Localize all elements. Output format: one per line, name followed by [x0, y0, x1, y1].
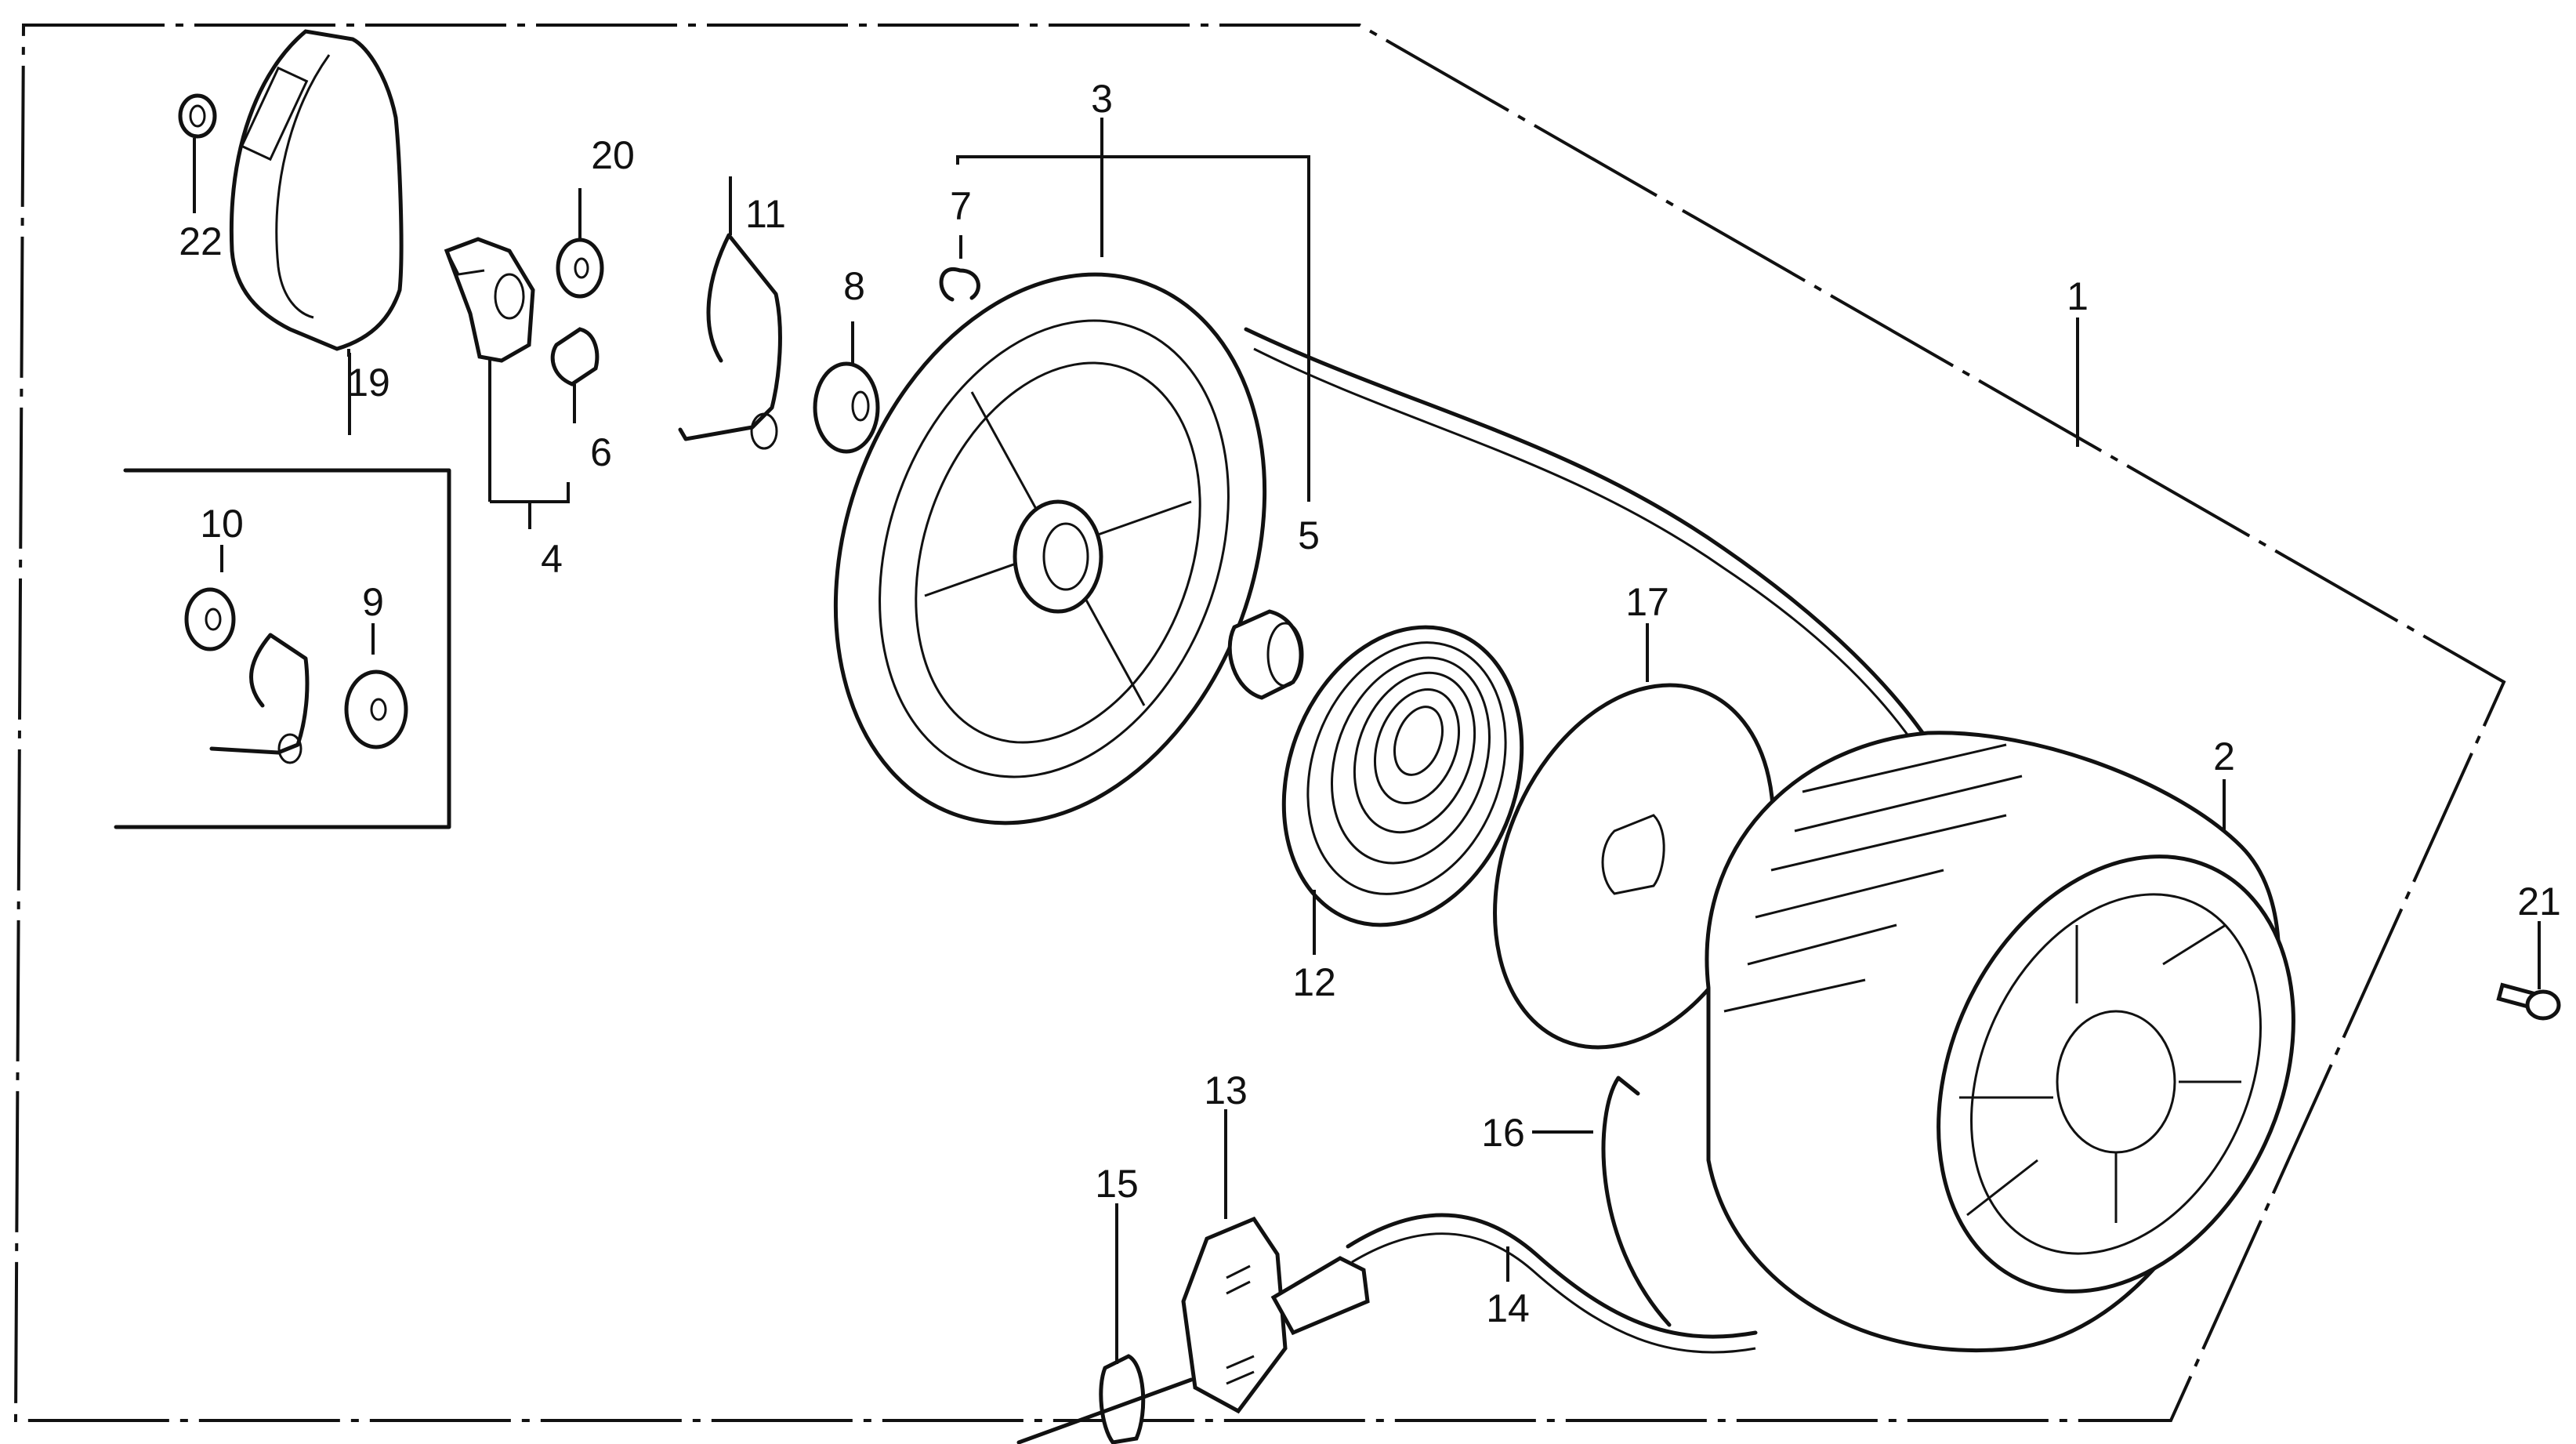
label-16: 16: [1481, 1111, 1525, 1155]
label-6: 6: [590, 430, 612, 474]
label-5: 5: [1298, 513, 1320, 557]
label-9: 9: [362, 580, 384, 624]
ratchet-cover-19[interactable]: [229, 29, 404, 435]
label-11: 11: [745, 192, 786, 236]
label-15: 15: [1095, 1162, 1139, 1206]
label-1: 1: [2067, 274, 2089, 318]
label-20: 20: [591, 133, 635, 177]
label-3: 3: [1091, 77, 1113, 121]
starter-rope-upper: [1244, 327, 1938, 755]
label-17: 17: [1625, 580, 1669, 624]
collar-6[interactable]: [550, 327, 600, 423]
ratchet-4[interactable]: [444, 237, 570, 529]
washer-9[interactable]: [344, 669, 408, 749]
label-21: 21: [2517, 880, 2561, 923]
nut-20[interactable]: [556, 188, 604, 299]
recoil-spring-12[interactable]: [1244, 593, 1562, 959]
starter-grip-13[interactable]: [1181, 1109, 1370, 1414]
inset-box: [114, 468, 451, 829]
label-22: 22: [179, 220, 223, 263]
friction-washer-8[interactable]: [813, 321, 880, 454]
starter-rope-14[interactable]: [1346, 1213, 1758, 1354]
label-8: 8: [843, 264, 865, 308]
washer-10[interactable]: [184, 587, 236, 651]
label-19: 19: [346, 361, 390, 405]
rope-retainer-15[interactable]: [1016, 1203, 1194, 1444]
label-14: 14: [1486, 1286, 1530, 1330]
inset-friction-spring: [209, 633, 310, 764]
flange-nut-22[interactable]: [178, 93, 217, 213]
assembly-boundary: [13, 24, 2506, 1422]
starter-case-2[interactable]: [1705, 731, 2361, 1353]
label-4: 4: [541, 537, 563, 581]
bolt-21[interactable]: [2496, 921, 2561, 1021]
label-12: 12: [1292, 960, 1336, 1004]
label-13: 13: [1204, 1068, 1248, 1112]
label-10: 10: [200, 502, 244, 546]
collar-5[interactable]: [1227, 609, 1304, 700]
ratchet-spring-7[interactable]: [939, 235, 980, 302]
label-2: 2: [2213, 735, 2235, 778]
label-7: 7: [950, 184, 972, 228]
rope-guide-16[interactable]: [1532, 1076, 1672, 1327]
starter-reel-3[interactable]: [763, 118, 1339, 883]
friction-spring-11[interactable]: [678, 176, 782, 450]
